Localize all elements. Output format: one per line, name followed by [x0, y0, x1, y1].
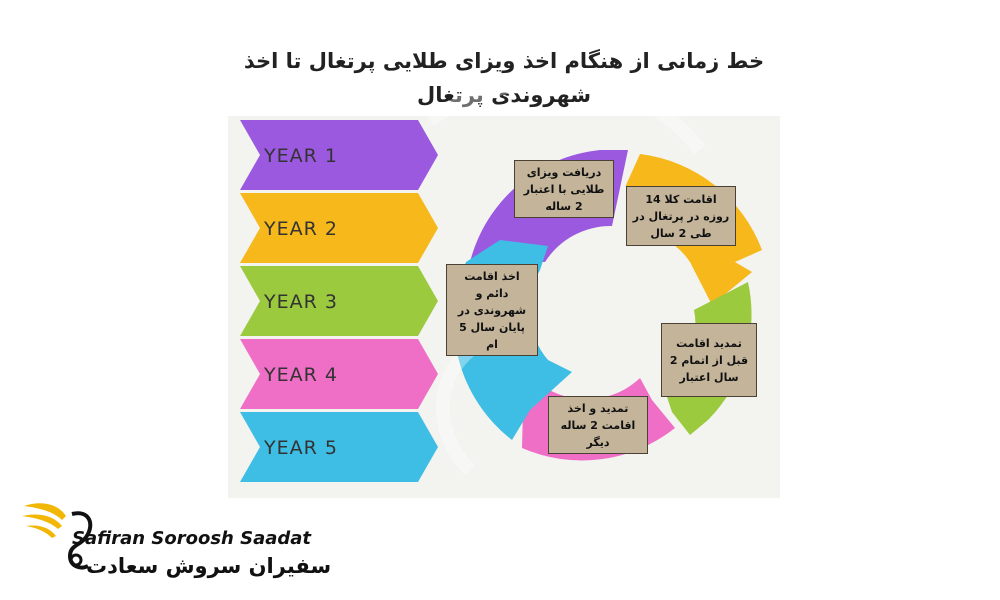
year-arrow-2-shape [240, 193, 438, 263]
brand-logo [18, 494, 288, 584]
year-label-3: YEAR 3 [263, 291, 338, 313]
step-note-3: تمدید اقامت قبل از اتمام 2 سال اعتبار [661, 323, 757, 397]
diagram-title: خط زمانی از هنگام اخذ ویزای طلایی پرتغال… [228, 40, 780, 116]
step-note-3-text: تمدید اقامت قبل از اتمام 2 سال اعتبار [669, 336, 749, 384]
year-arrow-1: YEAR 1 [240, 120, 438, 190]
year-label-1: YEAR 1 [263, 145, 338, 167]
year-arrow-5-shape [240, 412, 438, 482]
year-label-2: YEAR 2 [263, 218, 338, 240]
year-label-4: YEAR 4 [263, 364, 338, 386]
step-note-2: اقامت کلا 14 روزه در پرتغال در طی 2 سال [626, 186, 736, 246]
step-note-2-text: اقامت کلا 14 روزه در پرتغال در طی 2 سال [632, 192, 730, 240]
year-arrow-3: YEAR 3 [240, 266, 438, 336]
title-line-2: شهروندی پرتغال [417, 83, 591, 107]
wing-logo-icon [22, 503, 93, 570]
title-line-1: خط زمانی از هنگام اخذ ویزای طلایی پرتغال… [243, 49, 765, 73]
step-note-5-text: اخذ اقامت دائم و شهروندی در پایان سال 5 … [457, 269, 527, 351]
year-label-5: YEAR 5 [263, 437, 338, 459]
year-arrow-4-shape [240, 339, 438, 409]
year-arrow-1-shape [240, 120, 438, 190]
year-arrow-4: YEAR 4 [240, 339, 438, 409]
brand-name-persian: سفیران سروش سعادت [86, 554, 332, 578]
year-arrow-3-shape [240, 266, 438, 336]
step-note-4: تمدید و اخذ اقامت 2 ساله دیگر [548, 396, 648, 454]
step-note-1-text: دریافت ویزای طلایی با اعتبار 2 ساله [523, 165, 605, 213]
brand-name-english: Safiran Soroosh Saadat [72, 528, 312, 549]
step-note-4-text: تمدید و اخذ اقامت 2 ساله دیگر [560, 401, 636, 449]
year-arrow-5: YEAR 5 [240, 412, 438, 482]
year-arrow-2: YEAR 2 [240, 193, 438, 263]
step-note-5: اخذ اقامت دائم و شهروندی در پایان سال 5 … [446, 264, 538, 356]
step-note-1: دریافت ویزای طلایی با اعتبار 2 ساله [514, 160, 614, 218]
